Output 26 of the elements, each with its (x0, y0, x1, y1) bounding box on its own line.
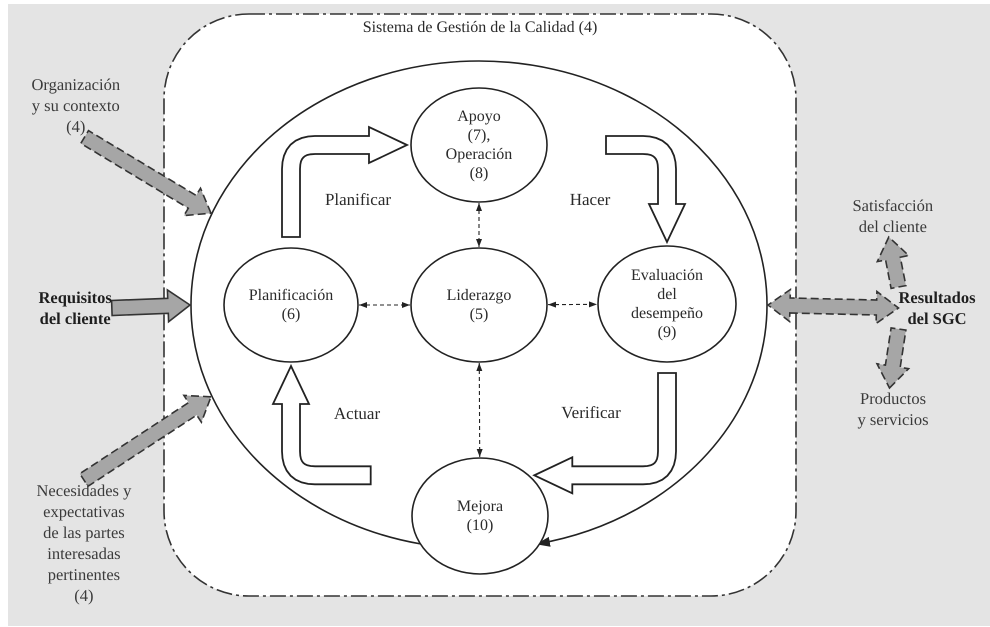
circle-label: Liderazgo (5) (446, 286, 512, 324)
arrow (359, 302, 410, 308)
output-label: Satisfacción del cliente (852, 195, 934, 237)
output-label: Resultados del SGC (898, 287, 976, 329)
input-label: Requisitos del cliente (38, 287, 112, 329)
block-arrow (532, 372, 677, 495)
circle-label: Apoyo (7), Operación (8) (446, 107, 512, 183)
boundary-title: Sistema de Gestión de la Calidad (4) (362, 19, 598, 37)
arrow (476, 203, 482, 247)
block-arrow (766, 288, 900, 326)
circle-label: Mejora (10) (456, 497, 504, 535)
output-label: Productos y servicios (858, 388, 929, 430)
block-arrow (876, 327, 910, 390)
arrow (548, 301, 597, 308)
arrow (476, 363, 483, 457)
circle-label: Planificación (6) (248, 286, 334, 324)
block-arrow (605, 135, 686, 244)
input-label: Organización y su contexto (4) (32, 74, 120, 137)
circle-label: Evaluación del desempeño (9) (631, 266, 703, 342)
input-label: Necesidades y expectativas de las partes interesadas pertinentes (4) (36, 480, 132, 606)
block-arrow (876, 236, 910, 290)
block-arrow (78, 394, 212, 488)
block-arrow (80, 130, 212, 217)
block-arrow (281, 126, 410, 238)
block-arrow (110, 288, 192, 324)
block-arrow (272, 364, 372, 486)
